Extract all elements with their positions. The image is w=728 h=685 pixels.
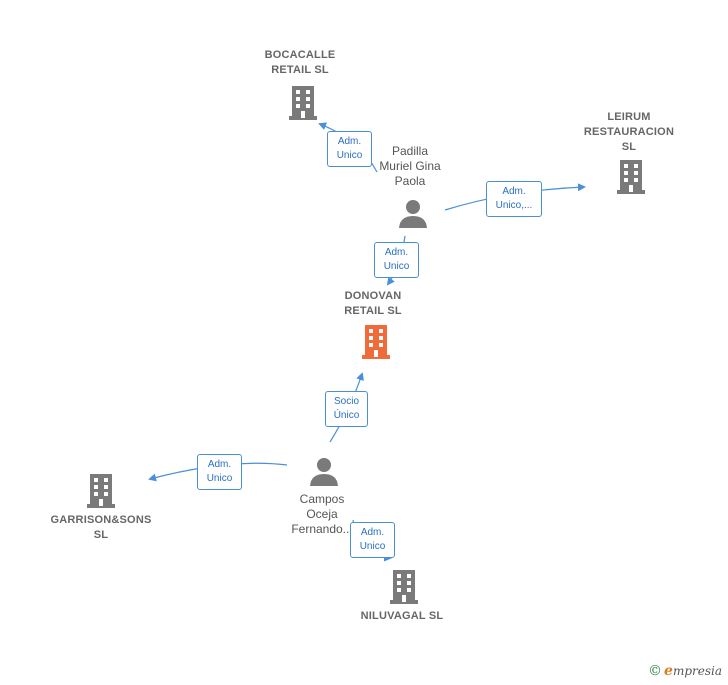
relation-label-campos-garrison[interactable]: Adm. Unico — [197, 454, 242, 490]
building-icon[interactable] — [287, 84, 319, 120]
relation-label-padilla-donovan[interactable]: Adm. Unico — [374, 242, 419, 278]
person-label-campos[interactable]: Campos Oceja Fernando... — [291, 492, 353, 536]
company-label-donovan[interactable]: DONOVAN RETAIL SL — [344, 290, 402, 317]
brand-initial: e — [664, 663, 673, 679]
relation-label-campos-donovan[interactable]: Socio Único — [325, 391, 368, 427]
company-label-bocacalle[interactable]: BOCACALLE RETAIL SL — [264, 49, 336, 76]
building-icon[interactable] — [388, 568, 420, 604]
company-label-garrison[interactable]: GARRISON&SONS SL — [50, 514, 152, 541]
company-label-leirum[interactable]: LEIRUM RESTAURACION SL — [583, 111, 675, 153]
brand-logo[interactable]: ©empresia — [648, 663, 722, 679]
building-icon[interactable] — [85, 472, 117, 508]
building-icon[interactable] — [615, 158, 647, 194]
building-icon-focus[interactable] — [360, 323, 392, 359]
person-label-padilla[interactable]: Padilla Muriel Gina Paola — [379, 144, 441, 188]
company-label-niluvagal[interactable]: NILUVAGAL SL — [360, 610, 444, 622]
person-icon[interactable] — [309, 456, 339, 486]
brand-name: mpresia — [672, 664, 722, 678]
relation-label-padilla-leirum[interactable]: Adm. Unico,... — [486, 181, 542, 217]
person-icon[interactable] — [398, 198, 428, 228]
copyright-icon: © — [648, 663, 663, 679]
relation-label-padilla-bocacalle[interactable]: Adm. Unico — [327, 131, 372, 167]
relation-label-campos-niluvagal[interactable]: Adm. Unico — [350, 522, 395, 558]
